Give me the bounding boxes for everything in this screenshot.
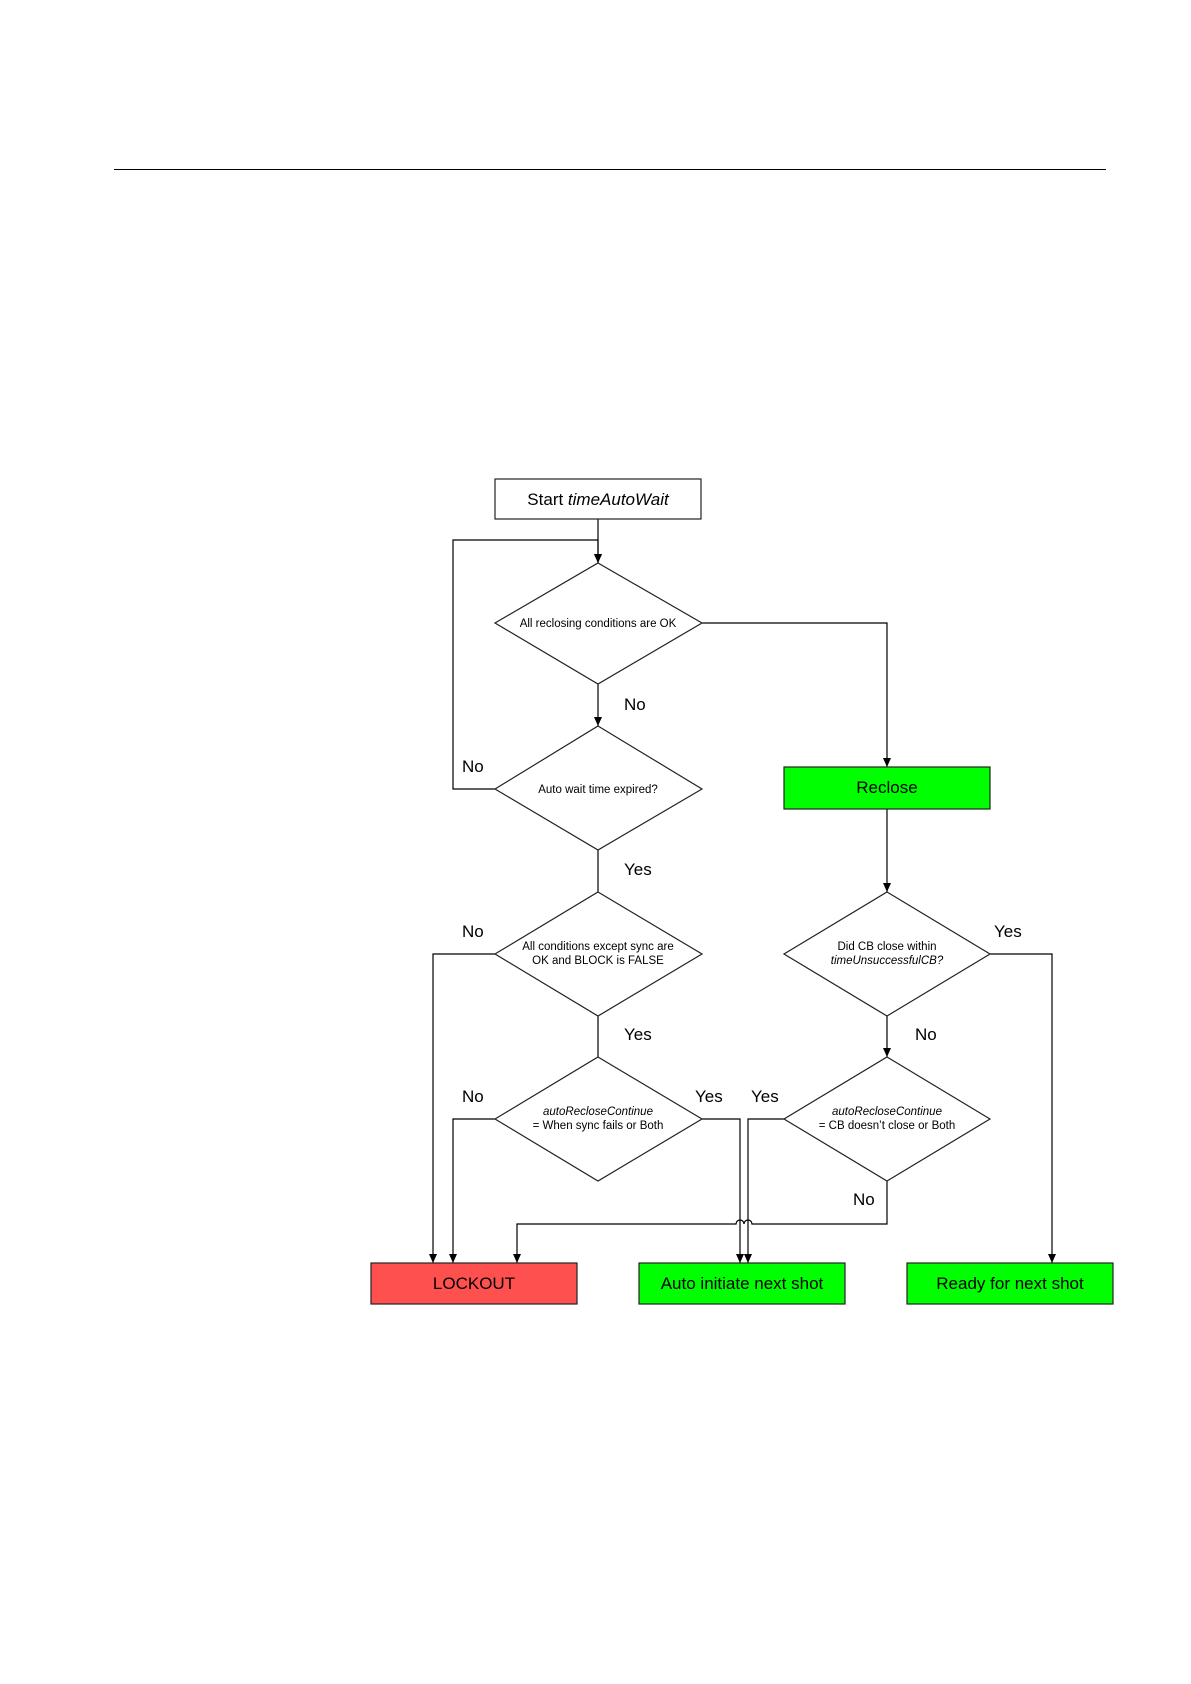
decision-except-sync-line1: All conditions except sync are [522,941,674,953]
label-cb-close-no: No [915,1025,937,1044]
label-all-ok-no: No [624,695,646,714]
edge-continue-cb-no-to-lockout [513,1181,888,1263]
auto-next-label: Auto initiate next shot [661,1274,824,1293]
decision-except-sync: All conditions except sync are OK and BL… [493,891,704,1017]
label-wait-no: No [462,757,484,776]
node-ready-for-next-shot: Ready for next shot [906,1262,1114,1305]
edges [429,519,1056,1263]
node-auto-initiate-next-shot: Auto initiate next shot [638,1262,846,1305]
decision-continue-cb-line2: = CB doesn’t close or Both [819,1120,955,1132]
label-except-sync-yes: Yes [624,1025,652,1044]
label-continue-cb-yes: Yes [751,1087,779,1106]
edge-continue-sync-yes-to-auto-next [702,1118,744,1263]
label-cb-close-yes: Yes [994,922,1022,941]
decision-continue-cb-line1: autoRecloseContinue [832,1106,942,1118]
edge-wait-no-loop [452,539,602,790]
decision-continue-sync-line1: autoRecloseContinue [543,1106,653,1118]
ready-next-label: Ready for next shot [936,1274,1084,1293]
reclose-label: Reclose [856,778,917,797]
lockout-label: LOCKOUT [433,1274,515,1293]
node-reclose: Reclose [783,766,991,810]
label-wait-yes: Yes [624,860,652,879]
decision-all-ok-text: All reclosing conditions are OK [520,618,677,630]
decision-except-sync-line2: OK and BLOCK is FALSE [532,955,664,967]
header-rule [114,169,1106,170]
decision-cb-close-line2: timeUnsuccessfulCB? [831,955,944,967]
decision-cb-close: Did CB close within timeUnsuccessfulCB? [782,891,992,1017]
decision-auto-wait-expired: Auto wait time expired? [493,725,704,851]
decision-wait-text: Auto wait time expired? [538,784,658,796]
start-label-var: timeAutoWait [568,490,670,509]
edge-continue-cb-yes-to-auto-next [744,1118,784,1263]
start-label: Start [527,490,568,509]
edge-cb-close-yes-to-ready [990,953,1056,1263]
edge-continue-sync-no-to-lockout [449,1118,495,1263]
edge-all-ok-to-reclose [702,622,891,767]
node-lockout: LOCKOUT [370,1262,578,1305]
edge-except-sync-no-to-lockout [429,953,495,1263]
edge-labels: No No Yes No Yes No Yes Yes No Yes No [462,695,1022,1209]
decision-continue-cb: autoRecloseContinue = CB doesn’t close o… [782,1056,992,1182]
decision-all-conditions-ok: All reclosing conditions are OK [493,562,704,685]
label-except-sync-no: No [462,922,484,941]
decision-continue-sync: autoRecloseContinue = When sync fails or… [493,1056,704,1182]
label-continue-sync-no: No [462,1087,484,1106]
label-continue-sync-yes: Yes [695,1087,723,1106]
decision-continue-sync-line2: = When sync fails or Both [533,1120,664,1132]
label-continue-cb-no: No [853,1190,875,1209]
node-start: Start timeAutoWait [494,478,702,520]
decision-cb-close-line1: Did CB close within [837,941,936,953]
svg-text:Start timeAutoWait: Start timeAutoWait [527,490,670,509]
